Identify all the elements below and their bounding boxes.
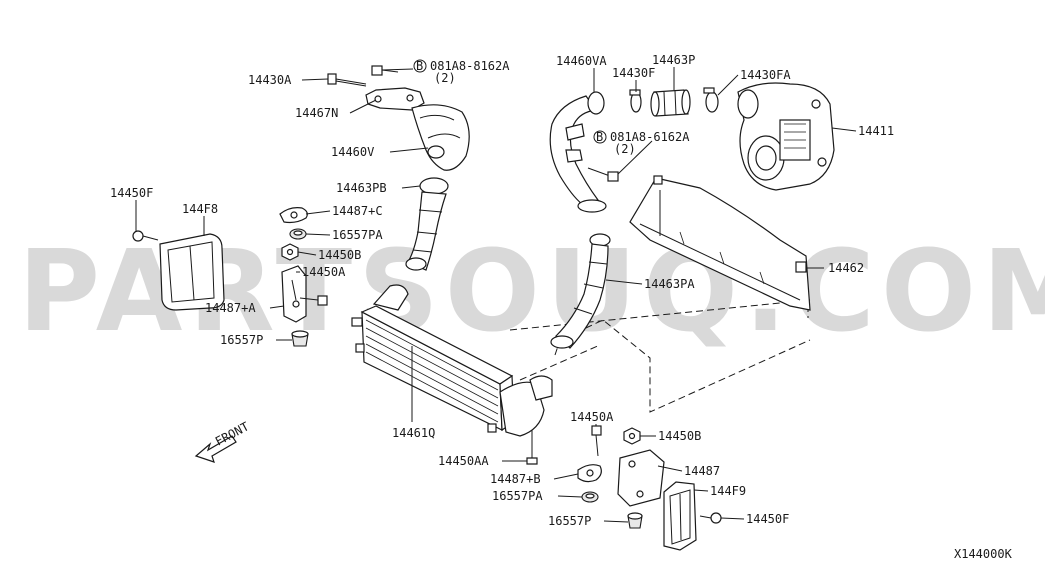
- label-14450a-left[interactable]: 14450A: [302, 265, 346, 279]
- bolt-081a8-6162a-part[interactable]: [587, 167, 619, 182]
- label-14487c[interactable]: 14487+C: [332, 204, 383, 218]
- label-14487a[interactable]: 14487+A: [205, 301, 256, 315]
- gasket-14487c-part[interactable]: [279, 207, 308, 224]
- label-081a8-8162a[interactable]: 081A8-8162A: [430, 59, 510, 73]
- bolt-081a8-8162a-part[interactable]: [371, 65, 399, 76]
- label-144f8[interactable]: 144F8: [182, 202, 218, 216]
- label-16557p-left[interactable]: 16557P: [220, 333, 263, 347]
- label-14430f[interactable]: 14430F: [612, 66, 655, 80]
- label-14487[interactable]: 14487: [684, 464, 720, 478]
- label-14450f-right[interactable]: 14450F: [746, 512, 789, 526]
- label-144f9[interactable]: 144F9: [710, 484, 746, 498]
- screw-14450f-left-part[interactable]: [132, 230, 159, 242]
- duct-14460v-part[interactable]: [411, 104, 470, 171]
- bolt-symbol-top: B: [413, 59, 427, 73]
- hose-14463pa-part[interactable]: [550, 233, 611, 349]
- part-labels: 14430A 081A8-8162A (2) 14467N 14460V 144…: [110, 53, 894, 528]
- label-16557pa-top[interactable]: 16557PA: [332, 228, 383, 242]
- label-14460va[interactable]: 14460VA: [556, 54, 607, 68]
- label-14450a-bottom[interactable]: 14450A: [570, 410, 614, 424]
- label-16557pa-bottom[interactable]: 16557PA: [492, 489, 543, 503]
- seal-16557p-bottom-part[interactable]: [627, 512, 643, 529]
- intercooler-14461q-part[interactable]: [351, 284, 553, 437]
- label-081a8-6162a[interactable]: 081A8-6162A: [610, 130, 690, 144]
- bolt-14450aa-part[interactable]: [526, 430, 538, 465]
- seal-16557p-left-part[interactable]: [291, 330, 309, 347]
- svg-text:B: B: [596, 130, 603, 144]
- turbocharger-14411-part[interactable]: [737, 82, 835, 191]
- duct-cover-144f9-part[interactable]: [663, 481, 697, 551]
- clamp-14430fa-part[interactable]: [703, 87, 719, 113]
- label-14460v[interactable]: 14460V: [331, 145, 374, 159]
- bracket-14467n-part[interactable]: [365, 87, 425, 111]
- bolt-14430a-part[interactable]: [327, 73, 367, 87]
- duct-cover-144f8-part[interactable]: [159, 233, 225, 311]
- label-14461q[interactable]: 14461Q: [392, 426, 435, 440]
- label-14467n[interactable]: 14467N: [295, 106, 338, 120]
- label-14463p[interactable]: 14463P: [652, 53, 695, 67]
- seal-16557pa-top-part[interactable]: [289, 228, 307, 240]
- label-14450aa[interactable]: 14450AA: [438, 454, 489, 468]
- gasket-14487b-part[interactable]: [577, 464, 602, 483]
- label-14430a[interactable]: 14430A: [248, 73, 292, 87]
- seal-16557pa-bottom-part[interactable]: [581, 491, 599, 503]
- pipe-14460va-part[interactable]: [549, 91, 607, 213]
- label-14411[interactable]: 14411: [858, 124, 894, 138]
- front-arrow: FRONT: [194, 419, 251, 463]
- svg-text:B: B: [416, 59, 423, 73]
- nut-14450b-bottom-part[interactable]: [623, 427, 641, 445]
- label-qty-mid: (2): [614, 142, 636, 156]
- bolt-symbol-mid: B: [593, 130, 607, 144]
- label-14463pb[interactable]: 14463PB: [336, 181, 387, 195]
- bracket-14487-part[interactable]: [617, 449, 665, 507]
- label-14430fa[interactable]: 14430FA: [740, 68, 791, 82]
- bolt-14450a-bottom-part[interactable]: [591, 425, 602, 457]
- label-qty-top: (2): [434, 71, 456, 85]
- nut-14450b-top-part[interactable]: [281, 243, 299, 261]
- bolt-14450a-left-part[interactable]: [299, 295, 328, 306]
- diagram-code: X144000K: [954, 547, 1013, 561]
- air-guide-14462-part[interactable]: [629, 175, 811, 311]
- clamp-14430f-part[interactable]: [629, 89, 642, 113]
- hose-14463p-part[interactable]: [650, 89, 691, 117]
- label-14450b-top[interactable]: 14450B: [318, 248, 361, 262]
- hose-14463pb-part[interactable]: [405, 177, 449, 271]
- label-14487b[interactable]: 14487+B: [490, 472, 541, 486]
- screw-14450f-right-part[interactable]: [699, 512, 722, 524]
- label-14462[interactable]: 14462: [828, 261, 864, 275]
- bracket-14487a-part[interactable]: [281, 265, 307, 323]
- label-14450f-left[interactable]: 14450F: [110, 186, 153, 200]
- label-14463pa[interactable]: 14463PA: [644, 277, 695, 291]
- leader-lines: [135, 67, 857, 523]
- label-14450b-bottom[interactable]: 14450B: [658, 429, 701, 443]
- label-16557p-bottom[interactable]: 16557P: [548, 514, 591, 528]
